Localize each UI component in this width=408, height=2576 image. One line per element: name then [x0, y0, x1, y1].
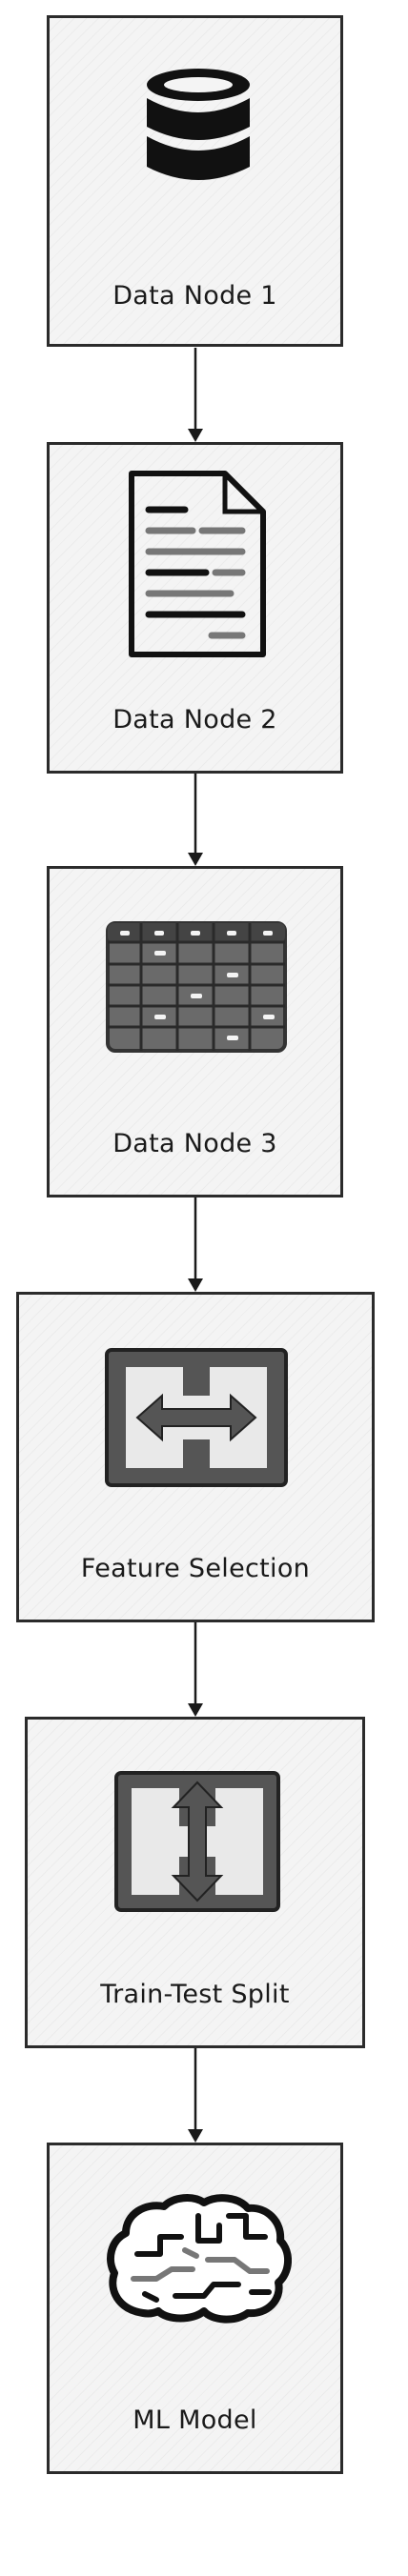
- arrow-train-test-split-to-ml-model: [188, 2048, 203, 2143]
- data-node-1[interactable]: Data Node 1: [47, 15, 343, 347]
- arrow-feature-selection-to-train-test-split: [188, 1622, 203, 1717]
- data-node-2[interactable]: Data Node 2: [47, 442, 343, 774]
- spreadsheet-icon: [106, 921, 287, 1053]
- data-node-3[interactable]: Data Node 3: [47, 866, 343, 1197]
- node-label: Train-Test Split: [100, 1980, 290, 2009]
- node-label: Feature Selection: [80, 1554, 311, 1583]
- vertical-arrows-icon: [114, 1771, 280, 1912]
- node-label: Data Node 1: [112, 281, 277, 311]
- node-label: Data Node 2: [112, 705, 277, 735]
- arrow-node2-to-node3: [188, 774, 203, 866]
- train-test-split-node[interactable]: Train-Test Split: [25, 1717, 365, 2048]
- feature-selection-node[interactable]: Feature Selection: [16, 1292, 375, 1622]
- ml-model-node[interactable]: ML Model: [47, 2143, 343, 2474]
- arrow-node3-to-feature-selection: [188, 1197, 203, 1292]
- arrow-node1-to-node2: [188, 348, 203, 442]
- node-label: Data Node 3: [112, 1129, 277, 1158]
- brain-icon: [107, 2194, 292, 2324]
- database-icon: [147, 69, 250, 180]
- document-icon: [129, 471, 266, 657]
- horizontal-arrows-icon: [105, 1348, 288, 1487]
- node-label: ML Model: [133, 2405, 257, 2435]
